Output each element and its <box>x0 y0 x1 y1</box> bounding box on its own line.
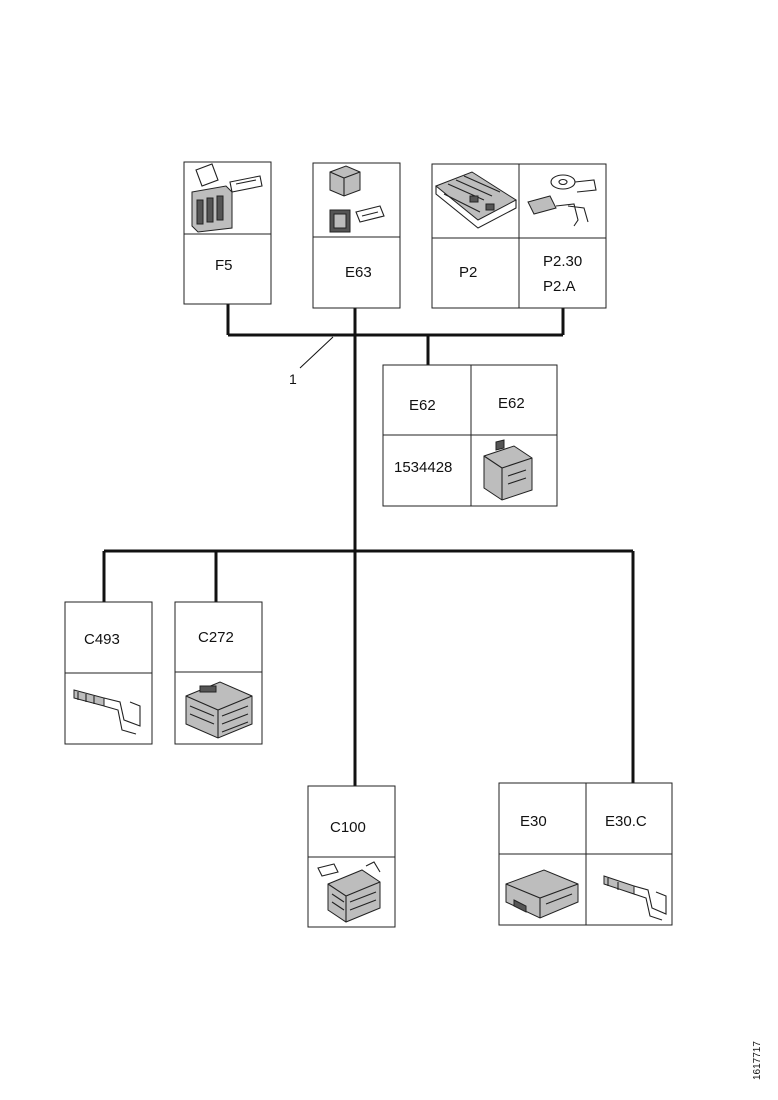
control-unit-icon <box>483 439 533 501</box>
label-p2-30: P2.30 <box>543 253 582 270</box>
label-e30: E30 <box>520 813 547 830</box>
drawing-reference: 1617717 <box>752 1041 763 1080</box>
label-e62-b: E62 <box>498 395 525 412</box>
label-c272: C272 <box>198 629 234 646</box>
label-c100: C100 <box>330 819 366 836</box>
component-f5: F5 <box>183 161 272 305</box>
label-1534428: 1534428 <box>394 459 452 476</box>
multi-pin-connector-icon <box>185 681 253 739</box>
component-e63: E63 <box>312 162 401 309</box>
connector-plug-icon <box>317 861 381 923</box>
harness-callout: 1 <box>289 336 334 387</box>
component-c493: C493 <box>64 601 153 745</box>
fuse-relay-box-icon <box>435 171 517 229</box>
fuse-holder-icon <box>191 163 263 233</box>
control-unit-icon <box>505 869 579 919</box>
label-p2: P2 <box>459 264 477 281</box>
ring-terminal-icon <box>527 174 597 227</box>
component-e30: E30 E30.C <box>498 782 673 926</box>
label-c493: C493 <box>84 631 120 648</box>
label-e62-a: E62 <box>409 397 436 414</box>
component-p2: P2 P2.30 P2.A <box>431 163 607 309</box>
relay-with-socket-icon <box>329 165 385 233</box>
component-c272: C272 <box>174 601 263 745</box>
component-c100: C100 <box>307 785 396 928</box>
label-e30-c: E30.C <box>605 813 647 830</box>
terminal-pin-icon <box>73 689 141 735</box>
label-p2-a: P2.A <box>543 278 576 295</box>
label-e63: E63 <box>345 264 372 281</box>
component-e62: E62 E62 1534428 <box>382 364 558 507</box>
terminal-pin-icon <box>603 875 667 921</box>
label-f5: F5 <box>215 257 233 274</box>
harness-label: 1 <box>289 371 297 387</box>
wire-harness <box>102 304 635 786</box>
